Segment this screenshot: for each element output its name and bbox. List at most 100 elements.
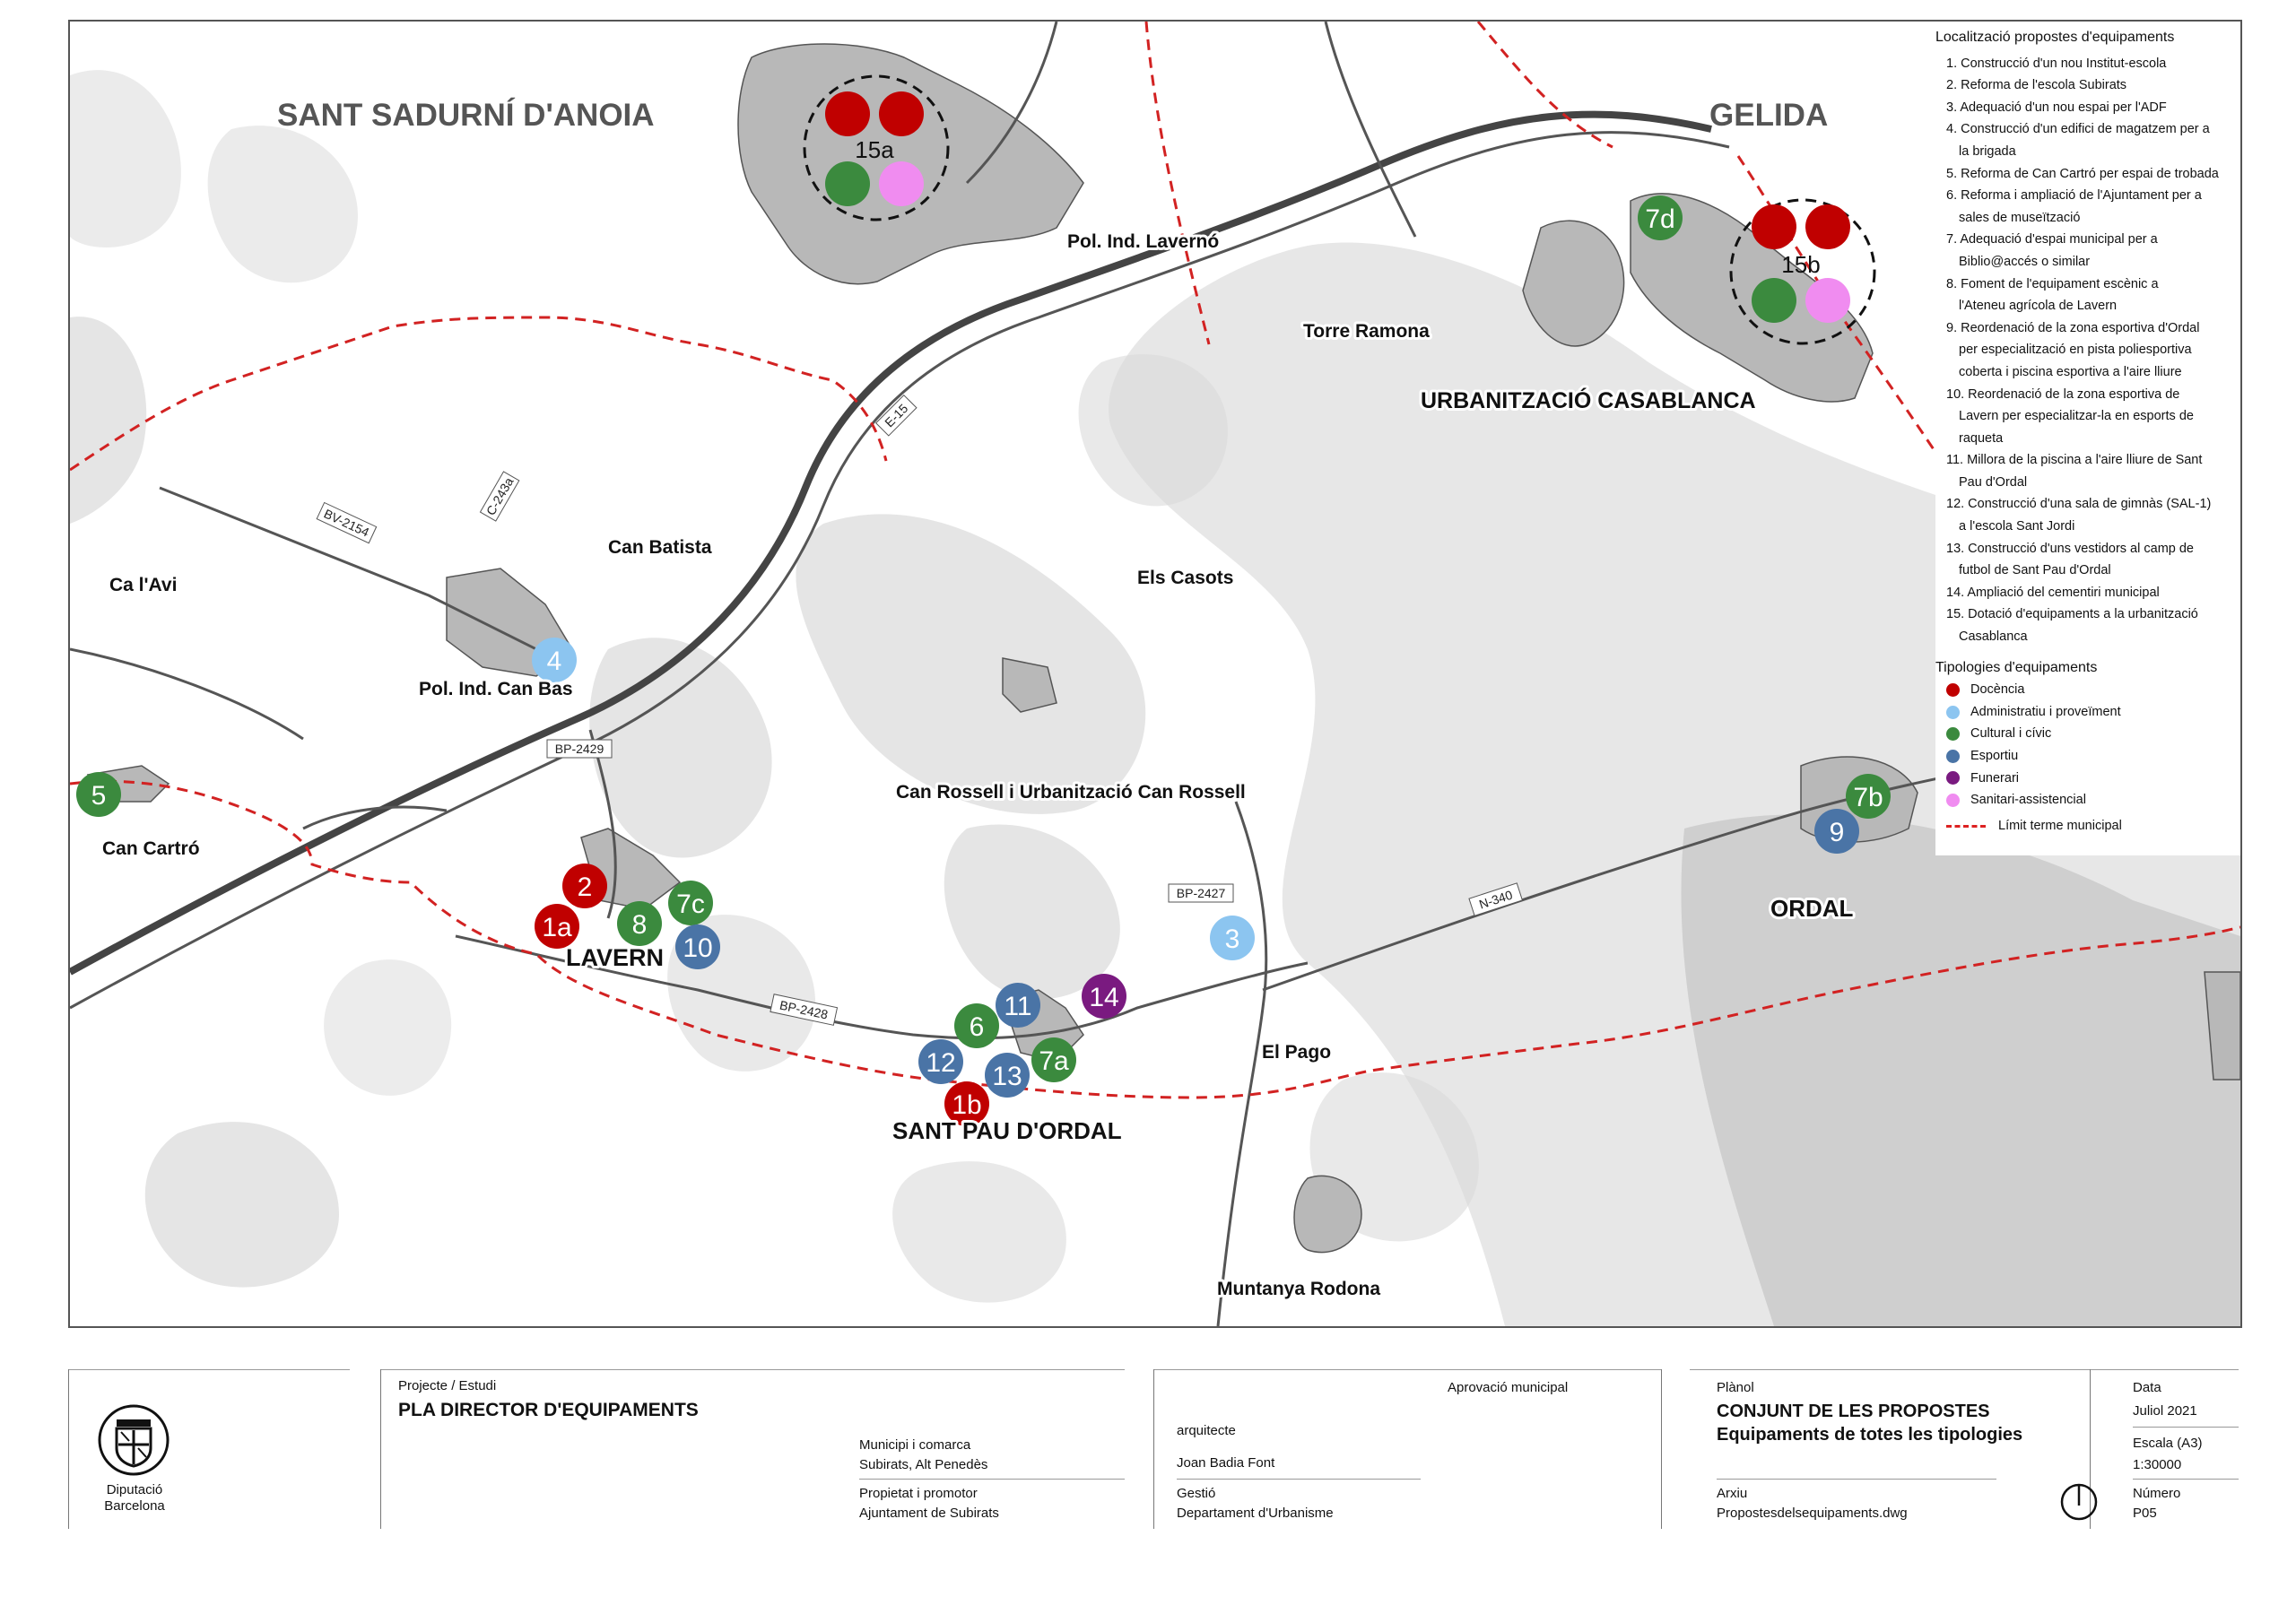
data-value: Juliol 2021 [2133, 1403, 2197, 1419]
legend-item: sales de museïtzació [1959, 210, 2081, 225]
svg-text:4: 4 [547, 647, 562, 676]
tipology-admin: Administratiu i proveïment [1935, 701, 2237, 724]
marker-7d[interactable]: 7d [1638, 195, 1683, 240]
legend-item: futbol de Sant Pau d'Ordal [1959, 563, 2111, 578]
legend-item: 9. Reordenació de la zona esportiva d'Or… [1946, 320, 2200, 335]
legend: Localització propostes d'equipaments 1. … [1935, 27, 2237, 837]
legend-item: coberta i piscina esportiva a l'aire lli… [1959, 364, 2182, 379]
north-arrow-icon [2059, 1482, 2099, 1522]
svg-text:6: 6 [970, 1012, 985, 1042]
marker-7a[interactable]: 7a [1031, 1037, 1076, 1082]
legend-item: 13. Construcció d'uns vestidors al camp … [1946, 541, 2194, 556]
arquitecte-value: Joan Badia Font [1177, 1455, 1275, 1471]
legend-item: 7. Adequació d'espai municipal per a [1946, 232, 2158, 247]
legend-item: 14. Ampliació del cementiri municipal [1946, 585, 2160, 600]
svg-text:7b: 7b [1853, 783, 1883, 812]
svg-text:13: 13 [992, 1062, 1022, 1091]
legend-background [1935, 22, 2240, 855]
legend-title: Localització propostes d'equipaments [1935, 30, 2175, 45]
legend-item: Casablanca [1959, 629, 2028, 645]
escala-value: 1:30000 [2133, 1457, 2182, 1472]
marker-14[interactable]: 14 [1082, 974, 1126, 1019]
legend-item: 12. Construcció d'una sala de gimnàs (SA… [1946, 497, 2212, 512]
label-can-batista: Can Batista [608, 537, 712, 558]
divider [68, 1369, 350, 1370]
svg-text:11: 11 [1004, 992, 1031, 1021]
legend-limit: Límit terme municipal [1935, 815, 2237, 838]
svg-text:5: 5 [91, 781, 107, 811]
marker-10[interactable]: 10 [675, 924, 720, 969]
aprovacio-label: Aprovació municipal [1448, 1380, 1569, 1395]
cluster-15b[interactable]: 15b [1729, 198, 1876, 345]
gestio-value: Departament d'Urbanisme [1177, 1506, 1334, 1521]
legend-item: l'Ateneu agrícola de Lavern [1959, 299, 2118, 314]
svg-text:2: 2 [578, 872, 593, 902]
marker-13[interactable]: 13 [985, 1053, 1030, 1098]
label-sant-sadurni: SANT SADURNÍ D'ANOIA [277, 97, 655, 133]
divider [1177, 1479, 1421, 1480]
legend-item: 6. Reforma i ampliació de l'Ajuntament p… [1946, 188, 2202, 204]
marker-12[interactable]: 12 [918, 1039, 963, 1084]
marker-4[interactable]: 4 [532, 638, 577, 682]
tipology-sanitari: Sanitari-assistencial [1935, 789, 2237, 812]
svg-text:8: 8 [632, 910, 648, 940]
cluster-15a[interactable]: 15a [803, 74, 950, 221]
marker-5[interactable]: 5 [76, 772, 121, 817]
marker-7b[interactable]: 7b [1846, 774, 1891, 819]
svg-text:7a: 7a [1039, 1046, 1069, 1076]
marker-11[interactable]: 11 [996, 983, 1040, 1028]
marker-1b[interactable]: 1b [944, 1081, 989, 1126]
road-labels: C-243a BV-2154 E-15 BP-2429 BP-2428 BP-2… [316, 394, 1524, 1026]
svg-text:12: 12 [926, 1048, 955, 1078]
title-block: Diputació Barcelona Projecte / Estudi PL… [68, 1369, 2239, 1529]
marker-9[interactable]: 9 [1814, 809, 1859, 854]
svg-text:1a: 1a [542, 913, 572, 942]
marker-7c[interactable]: 7c [668, 881, 713, 925]
funerari-swatch-icon [1946, 771, 1960, 785]
label-lavern: LAVERN [566, 944, 664, 971]
planol-label: Plànol [1717, 1380, 1754, 1395]
marker-1a[interactable]: 1a [535, 904, 579, 949]
docencia-swatch-icon [1946, 683, 1960, 698]
legend-item: Pau d'Ordal [1959, 474, 2028, 490]
boundary-line-icon [1946, 824, 1986, 828]
marker-2[interactable]: 2 [562, 864, 607, 908]
marker-8[interactable]: 8 [617, 901, 662, 946]
legend-item: 10. Reordenació de la zona esportiva de [1946, 386, 2180, 402]
svg-text:1b: 1b [952, 1090, 981, 1120]
divider [859, 1479, 1125, 1480]
municipi-label: Municipi i comarca [859, 1437, 971, 1453]
tipology-docencia: Docència [1935, 679, 2237, 701]
divider [2133, 1427, 2239, 1428]
svg-text:9: 9 [1830, 818, 1845, 847]
legend-items: 1. Construcció d'un nou Institut-escola … [1935, 53, 2237, 648]
svg-text:3: 3 [1225, 924, 1240, 954]
legend-item: 5. Reforma de Can Cartró per espai de tr… [1946, 166, 2219, 181]
legend-item: Lavern per especialitzar-la en esports d… [1959, 409, 2194, 424]
tipology-esportiu: Esportiu [1935, 745, 2237, 768]
map-canvas[interactable]: 15a 15b 7d 4 5 2 1a 8 7c 10 3 14 11 6 12… [68, 20, 2242, 1328]
map-svg: 15a 15b 7d 4 5 2 1a 8 7c 10 3 14 11 6 12… [70, 22, 2240, 1326]
label-pol-can-bas: Pol. Ind. Can Bas [419, 679, 573, 699]
sanitari-swatch-icon [1946, 793, 1960, 807]
divider [1153, 1369, 1154, 1529]
esportiu-swatch-icon [1946, 749, 1960, 763]
marker-3[interactable]: 3 [1210, 916, 1255, 960]
label-els-casots: Els Casots [1137, 568, 1233, 588]
projecte-value: PLA DIRECTOR D'EQUIPAMENTS [398, 1400, 699, 1420]
numero-value: P05 [2133, 1506, 2157, 1521]
tipology-cultural: Cultural i cívic [1935, 723, 2237, 745]
legend-item: Biblio@accés o similar [1959, 254, 2091, 269]
tipologies-title: Tipologies d'equipaments [1935, 659, 2098, 675]
divider [1661, 1369, 1662, 1529]
label-pol-laverno: Pol. Ind. Lavernó [1067, 231, 1219, 252]
legend-item: 1. Construcció d'un nou Institut-escola [1946, 56, 2167, 71]
legend-item: a l'escola Sant Jordi [1959, 519, 2075, 534]
marker-6[interactable]: 6 [954, 1003, 999, 1048]
divider [1717, 1479, 1996, 1480]
divider [380, 1369, 1125, 1370]
tipology-funerari: Funerari [1935, 768, 2237, 790]
numero-label: Número [2133, 1486, 2181, 1501]
divider [2133, 1479, 2239, 1480]
road-bp2429: BP-2429 [555, 742, 604, 756]
